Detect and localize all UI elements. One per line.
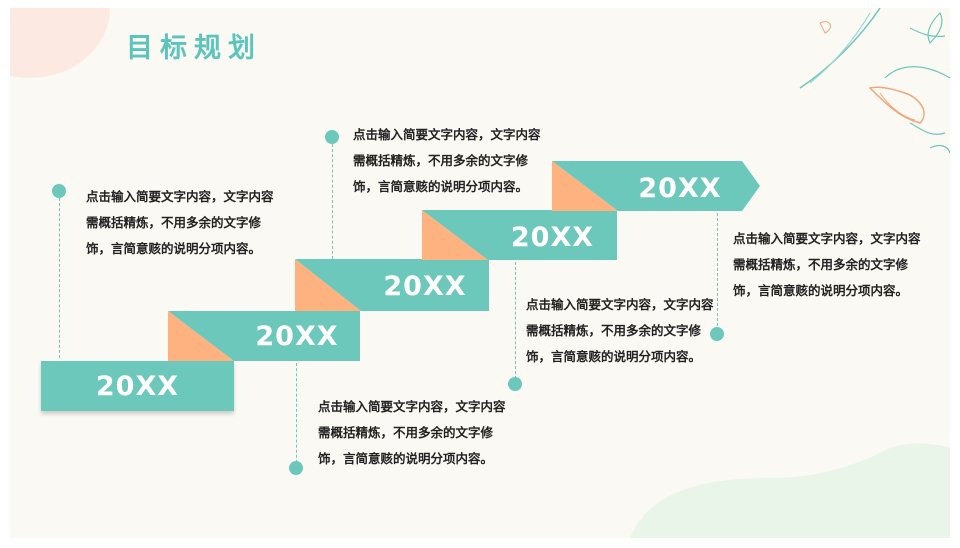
description-4: 点击输入简要文字内容，文字内容需概括精炼，不用多余的文字修饰，言简意赅的说明分项… bbox=[526, 297, 714, 364]
connector-dot bbox=[325, 130, 339, 144]
description-5: 点击输入简要文字内容，文字内容需概括精炼，不用多余的文字修饰，言简意赅的说明分项… bbox=[733, 231, 921, 298]
step-4-band bbox=[422, 210, 617, 260]
connector-line bbox=[717, 213, 718, 331]
connector-line bbox=[59, 198, 60, 358]
decorative-blob bbox=[630, 443, 950, 538]
step-3-band bbox=[295, 259, 489, 311]
slide: 目标规划 20XX 20XX 20XX 20XX 20XX 点击输入简要文字内容… bbox=[10, 8, 950, 538]
connector-line bbox=[332, 144, 333, 259]
leaf-decoration-icon bbox=[799, 8, 950, 154]
step-1: 20XX bbox=[41, 361, 234, 411]
connector-dot bbox=[289, 461, 303, 475]
step-5: 20XX bbox=[638, 172, 722, 204]
description-3: 点击输入简要文字内容，文字内容需概括精炼，不用多余的文字修饰，言简意赅的说明分项… bbox=[353, 127, 541, 194]
connector-dot bbox=[508, 377, 522, 391]
description-1: 点击输入简要文字内容，文字内容需概括精炼，不用多余的文字修饰，言简意赅的说明分项… bbox=[86, 189, 274, 256]
description-2: 点击输入简要文字内容，文字内容需概括精炼，不用多余的文字修饰，言简意赅的说明分项… bbox=[318, 399, 506, 466]
connector-line bbox=[296, 363, 297, 468]
connector-dot bbox=[710, 327, 724, 341]
step-2-band bbox=[168, 311, 360, 361]
page-title: 目标规划 bbox=[126, 33, 262, 64]
connector-line bbox=[515, 262, 516, 384]
step-4: 20XX bbox=[510, 221, 595, 253]
step-3: 20XX bbox=[383, 270, 467, 302]
connector-dot bbox=[52, 184, 66, 198]
step-5-arrow bbox=[552, 161, 760, 211]
step-2: 20XX bbox=[255, 320, 339, 352]
